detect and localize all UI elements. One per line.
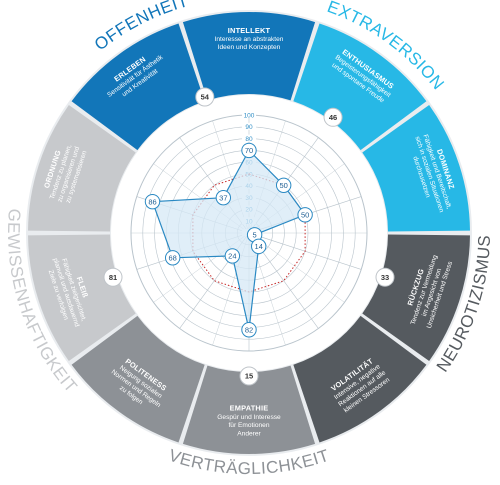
domain-score: 81 [109, 273, 117, 282]
data-label: 70 [245, 146, 253, 155]
facet-description: Anderer [237, 430, 261, 437]
facet-segment[interactable] [362, 234, 470, 362]
facet-segment[interactable] [293, 23, 427, 151]
data-label: 14 [255, 242, 263, 251]
data-point [215, 189, 232, 206]
data-point [275, 177, 292, 193]
data-point [224, 248, 241, 264]
facet-title: EMPATHIE [230, 404, 269, 413]
data-label: 5 [253, 231, 257, 240]
facet-segment[interactable] [182, 12, 316, 101]
data-label: 24 [228, 252, 236, 261]
data-point [164, 250, 181, 266]
facet-segment[interactable] [362, 104, 470, 232]
data-point [297, 207, 313, 223]
data-label: 37 [219, 193, 227, 202]
tick-label: 100 [244, 112, 255, 119]
data-point [144, 193, 161, 210]
facet-segment[interactable] [71, 315, 205, 443]
data-label: 68 [169, 253, 177, 262]
tick-bg [242, 111, 256, 118]
data-label: 86 [148, 197, 156, 206]
score-circle [195, 87, 215, 107]
facet-segment[interactable] [71, 23, 205, 151]
tick-label: 80 [245, 136, 253, 143]
facet-description: Interesse an abstrakten [215, 36, 284, 43]
domain-score: 54 [201, 93, 210, 102]
data-point [241, 142, 257, 159]
facet-description: Gespür und Interesse [217, 414, 281, 421]
facet-segment[interactable] [182, 365, 316, 454]
tick-label: 90 [245, 124, 253, 131]
data-label: 50 [280, 181, 288, 190]
domain-score: 33 [381, 273, 389, 282]
facet-description: Ideen und Konzepten [218, 44, 281, 51]
facet-segment[interactable] [28, 104, 136, 232]
score-circle [323, 107, 343, 127]
score-circle [103, 267, 123, 287]
facet-description: für Emotionen [228, 422, 269, 429]
data-label: 50 [301, 210, 309, 219]
domain-score: 46 [329, 113, 337, 122]
facet-segment[interactable] [293, 315, 427, 443]
data-point [241, 322, 257, 338]
facet-title: INTELLEKT [228, 26, 271, 35]
tick-bg [242, 122, 256, 130]
facet-segment[interactable] [28, 234, 136, 362]
data-label: 82 [245, 325, 253, 334]
data-point [251, 238, 267, 255]
radar-labels: 70 50 50 5 14 82 24 68 86 37 [144, 142, 313, 338]
score-circle [375, 267, 395, 287]
domain-score: 15 [245, 372, 253, 381]
tick-bg [242, 134, 256, 142]
score-circle [239, 366, 259, 386]
